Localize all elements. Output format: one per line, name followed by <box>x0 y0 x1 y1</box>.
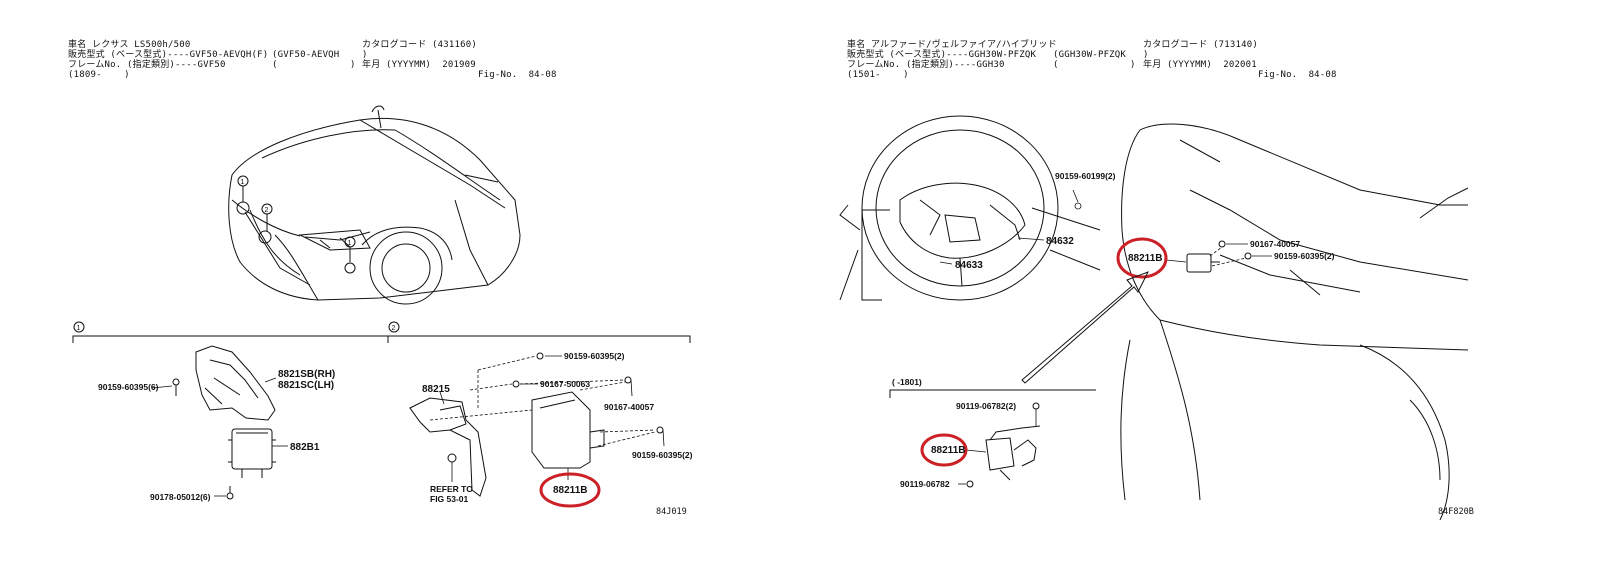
vehicle-front-sketch <box>1120 123 1469 521</box>
frame-no: フレームNo. (指定類別)----GVF50 <box>68 60 226 70</box>
sensor-mount-top <box>1186 240 1252 273</box>
part-90159-60395-2a: 90159-60395(2) <box>564 351 625 361</box>
part-90159-60199: 90159-60199(2) <box>1055 171 1116 181</box>
callout-markers <box>236 175 356 274</box>
section-2-label: 2 <box>392 325 396 332</box>
right-parts-catalog-page: 車名 アルファード/ヴェルファイア/ハイブリッド カタログコード (713140… <box>800 0 1600 570</box>
frame-no: フレームNo. (指定類別)----GGH30 <box>847 60 1005 70</box>
part-88215: 88215 <box>422 384 450 395</box>
frame-paren-close: ) <box>1130 60 1136 70</box>
section-brackets <box>72 321 691 343</box>
diagram-code-right: 84F820B <box>1438 507 1474 517</box>
model-code: (GVF50-AEVQH <box>272 50 340 60</box>
part-8821sb-rh: 8821SB(RH) <box>278 369 335 380</box>
part-90119-06782-2: 90119-06782(2) <box>956 401 1016 411</box>
right-diagram: 90159-60199(2) 84632 84633 <box>839 115 1474 521</box>
callout-label-1a: 1 <box>241 179 245 186</box>
part-88211b-top: 88211B <box>1128 253 1162 264</box>
callout-label-2: 2 <box>265 207 269 214</box>
highlight-ring-top <box>1116 237 1168 279</box>
catalog-code: カタログコード (713140) <box>1143 40 1258 50</box>
sales-model: 販売型式 (ベース型式)----GVF50-AEVQH(F) <box>68 50 269 60</box>
model-code-close: ) <box>362 50 368 60</box>
part-882b1: 882B1 <box>290 442 320 453</box>
part-90159-60395-2: 90159-60395(2) <box>1274 251 1335 261</box>
part-84632: 84632 <box>1046 236 1074 247</box>
part-88211b-bottom: 88211B <box>931 445 965 456</box>
vehicle-name: 車名 レクサス LS500h/500 <box>68 40 191 50</box>
fig-number: Fig-No. 84-08 <box>478 70 557 80</box>
catalog-code: カタログコード (431160) <box>362 40 477 50</box>
part-90119-06782: 90119-06782 <box>900 479 950 489</box>
frame-paren: ( <box>272 60 278 70</box>
part-90159-60395-2b: 90159-60395(2) <box>632 450 693 460</box>
highlight-ring-left <box>539 472 601 508</box>
part-8821sc-lh: 8821SC(LH) <box>278 380 334 391</box>
sensor-assembly-bottom <box>966 402 1041 488</box>
fig-number: Fig-No. 84-08 <box>1258 70 1337 80</box>
refer-fig-label: FIG 53-01 <box>430 494 469 504</box>
dashed-guides-2 <box>429 355 656 447</box>
date-range: (1501- ) <box>847 70 909 80</box>
vehicle-name: 車名 アルファード/ヴェルファイア/ハイブリッド <box>847 40 1057 50</box>
part-90167-50063: 90167-50063 <box>540 379 590 389</box>
section-1-label: 1 <box>77 325 81 332</box>
refer-to-label: REFER TO <box>430 484 473 494</box>
frame-paren: ( <box>1053 60 1059 70</box>
date-range: (1809- ) <box>68 70 130 80</box>
steering-wheel-sketch <box>839 115 1101 301</box>
part-90167-40057: 90167-40057 <box>604 402 654 412</box>
model-code: (GGH30W-PFZQK <box>1053 50 1127 60</box>
left-parts-catalog-page: 車名 レクサス LS500h/500 カタログコード (431160) 販売型式… <box>68 40 693 517</box>
part-90167-40057: 90167-40057 <box>1250 239 1300 249</box>
callout-label-1b: 1 <box>348 240 352 247</box>
highlight-ring-bottom <box>920 433 968 467</box>
dashed-guides-right <box>1209 246 1247 267</box>
bracket-assembly-1 <box>172 345 276 500</box>
left-diagram: 1 2 1 1 2 <box>72 105 693 517</box>
diagram-code-left: 84J019 <box>656 507 687 517</box>
production-date: 年月 (YYYYMM) 202001 <box>1143 60 1257 70</box>
sales-model: 販売型式 (ベース型式)----GGH30W-PFZQK <box>847 50 1037 60</box>
part-90178-05012: 90178-05012(6) <box>150 492 211 502</box>
leader-lines-1 <box>151 377 288 497</box>
range-bracket <box>889 389 1096 398</box>
part-88211b-left: 88211B <box>553 485 587 496</box>
leader-lines-bottom <box>958 409 1037 485</box>
part-90159-60395-6: 90159-60395(6) <box>98 382 159 392</box>
leader-lines-right <box>1165 243 1272 263</box>
bracket-assembly-2 <box>409 352 664 497</box>
lexus-front-sketch <box>228 105 521 305</box>
arrow-pointer <box>1021 271 1150 384</box>
model-code-close: ) <box>1143 50 1149 60</box>
frame-paren-close: ) <box>350 60 356 70</box>
leader-lines-2 <box>439 355 665 482</box>
leader-lines-steering <box>939 189 1082 265</box>
range-label: ( -1801) <box>892 377 922 387</box>
part-84633: 84633 <box>955 260 983 271</box>
production-date: 年月 (YYYYMM) 201909 <box>362 60 476 70</box>
